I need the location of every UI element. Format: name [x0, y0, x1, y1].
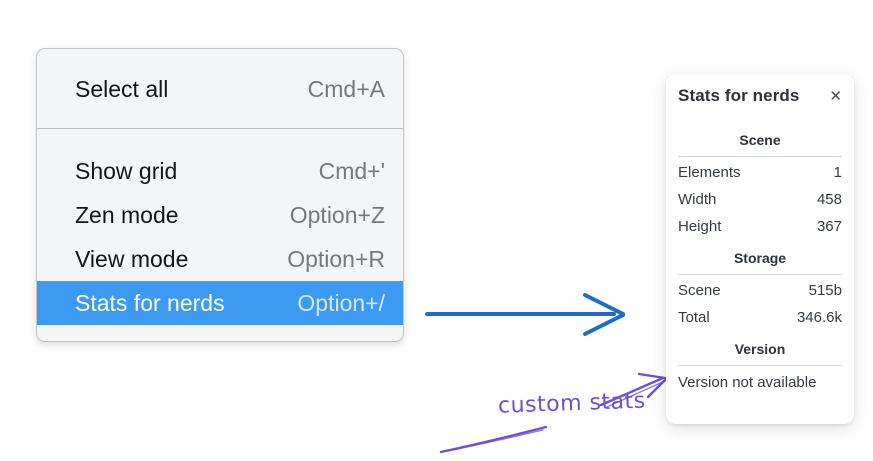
section-separator: [678, 365, 842, 366]
stats-panel: Stats for nerds ✕ Scene Elements 1 Width…: [666, 74, 854, 424]
stat-value: 367: [816, 218, 842, 235]
menu-item-label: Stats for nerds: [75, 289, 225, 316]
stat-row: Width 458: [678, 186, 842, 213]
stats-section-storage: Storage Scene 515b Total 346.6k: [678, 250, 842, 331]
stat-label: Width: [678, 191, 717, 208]
menu-item-label: Zen mode: [75, 201, 179, 228]
section-heading: Version: [734, 341, 786, 357]
stats-section-scene: Scene Elements 1 Width 458 Height 367: [678, 132, 842, 240]
menu-separator: [37, 128, 403, 129]
menu-item-shortcut: Cmd+A: [307, 75, 385, 102]
stat-value: 458: [816, 191, 842, 208]
menu-item-show-grid[interactable]: Show grid Cmd+': [37, 149, 403, 193]
version-note: Version not available: [678, 374, 817, 391]
menu-item-shortcut: Option+R: [287, 245, 385, 272]
stat-value: 1: [833, 164, 842, 181]
menu-item-stats-for-nerds[interactable]: Stats for nerds Option+/: [37, 281, 403, 325]
stat-value: 515b: [808, 282, 842, 299]
stat-value: 346.6k: [796, 309, 842, 326]
stat-row: Elements 1: [678, 159, 842, 186]
flow-arrow: [425, 293, 625, 336]
underline-stroke-annotation: [439, 425, 548, 454]
stat-label: Height: [678, 218, 722, 235]
menu-item-label: Select all: [75, 75, 169, 102]
context-menu: Select all Cmd+A Show grid Cmd+' Zen mod…: [36, 48, 404, 342]
section-separator: [678, 274, 842, 275]
stat-label: Elements: [678, 164, 741, 181]
stat-label: Scene: [678, 282, 721, 299]
menu-item-shortcut: Option+/: [297, 289, 385, 316]
annotation-label: custom stats: [497, 388, 647, 419]
menu-item-view-mode[interactable]: View mode Option+R: [37, 237, 403, 281]
stats-panel-title: Stats for nerds: [678, 86, 800, 105]
menu-item-select-all[interactable]: Select all Cmd+A: [37, 67, 403, 111]
section-heading: Scene: [739, 132, 781, 148]
section-separator: [678, 156, 842, 157]
stat-row: Height 367: [678, 213, 842, 240]
menu-item-label: Show grid: [75, 157, 178, 184]
menu-item-zen-mode[interactable]: Zen mode Option+Z: [37, 193, 403, 237]
menu-item-shortcut: Cmd+': [318, 157, 385, 184]
section-heading: Storage: [733, 250, 787, 266]
stat-row: Scene 515b: [678, 277, 842, 304]
close-icon[interactable]: ✕: [829, 87, 842, 105]
stats-section-version: Version Version not available: [678, 341, 842, 393]
stat-row: Total 346.6k: [678, 304, 842, 331]
stats-panel-header: Stats for nerds ✕: [678, 86, 842, 106]
menu-item-shortcut: Option+Z: [289, 201, 385, 228]
menu-item-label: View mode: [75, 245, 189, 272]
stat-label: Total: [678, 309, 710, 326]
